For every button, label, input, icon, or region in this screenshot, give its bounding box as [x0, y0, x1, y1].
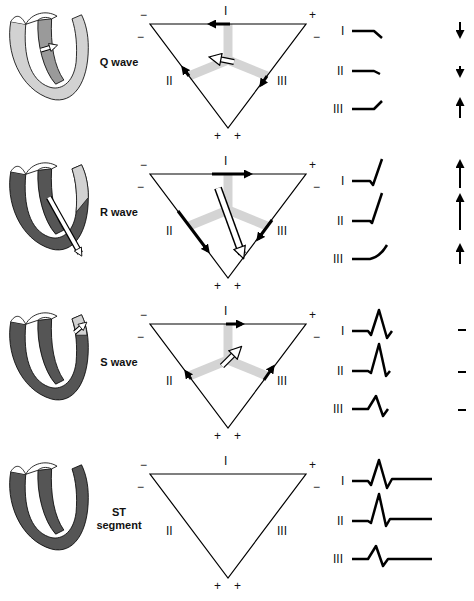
lead-label: III — [277, 374, 287, 388]
polarity-sign: − — [140, 158, 147, 172]
polarity-sign: − — [140, 8, 147, 22]
trace-label: III — [333, 552, 343, 566]
row-label: Q wave — [94, 56, 144, 69]
polarity-sign: + — [214, 129, 221, 143]
trace-label: III — [333, 102, 343, 116]
trace-label: I — [341, 24, 344, 38]
polarity-sign: + — [234, 429, 241, 443]
trace-label: I — [341, 324, 344, 338]
polarity-sign: − — [137, 180, 144, 194]
lead-label: III — [277, 224, 287, 238]
polarity-sign: − — [313, 30, 320, 44]
lead-label: III — [277, 74, 287, 88]
row-label: ST segment — [94, 506, 144, 532]
polarity-sign: + — [234, 579, 241, 593]
polarity-sign: − — [140, 458, 147, 472]
trace-label: II — [337, 514, 344, 528]
polarity-sign: + — [309, 158, 316, 172]
trace-label: II — [337, 214, 344, 228]
trace-label: III — [333, 402, 343, 416]
polarity-sign: − — [137, 480, 144, 494]
polarity-sign: + — [309, 8, 316, 22]
lead-label: I — [224, 304, 227, 318]
row-label: R wave — [94, 206, 144, 219]
polarity-sign: − — [137, 330, 144, 344]
lead-label: III — [277, 524, 287, 538]
trace-label: I — [341, 474, 344, 488]
polarity-sign: + — [234, 279, 241, 293]
lead-label: II — [166, 524, 173, 538]
trace-label: I — [341, 174, 344, 188]
polarity-sign: − — [137, 30, 144, 44]
polarity-sign: − — [313, 180, 320, 194]
trace-label: III — [333, 252, 343, 266]
lead-label: I — [224, 4, 227, 18]
polarity-sign: + — [214, 429, 221, 443]
lead-label: II — [166, 224, 173, 238]
polarity-sign: − — [140, 308, 147, 322]
polarity-sign: + — [309, 458, 316, 472]
trace-label: II — [337, 64, 344, 78]
row-label: S wave — [94, 356, 144, 369]
polarity-sign: − — [313, 330, 320, 344]
lead-label: I — [224, 454, 227, 468]
polarity-sign: + — [214, 579, 221, 593]
trace-label: II — [337, 364, 344, 378]
polarity-sign: + — [214, 279, 221, 293]
lead-label: II — [166, 74, 173, 88]
polarity-sign: + — [309, 308, 316, 322]
polarity-sign: − — [313, 480, 320, 494]
lead-label: II — [166, 374, 173, 388]
polarity-sign: + — [234, 129, 241, 143]
lead-label: I — [224, 154, 227, 168]
